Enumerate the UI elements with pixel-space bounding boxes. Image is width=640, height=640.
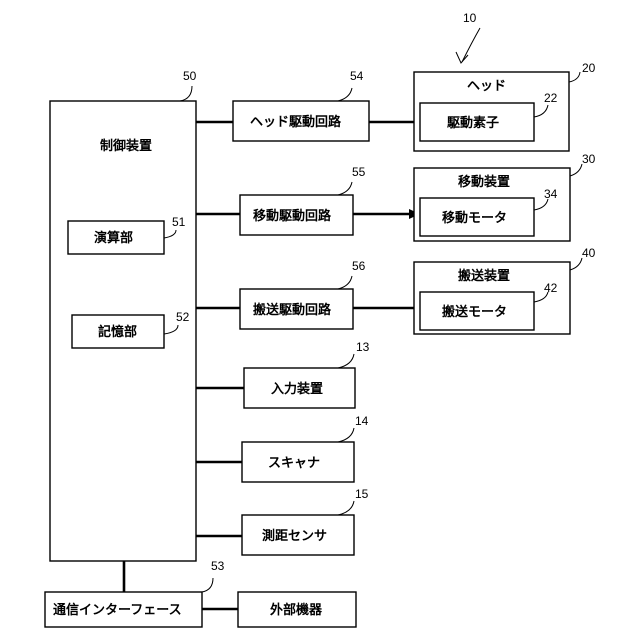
move-device-leader — [570, 164, 582, 176]
transport-motor-ref: 42 — [544, 281, 558, 295]
scanner-ref: 14 — [355, 414, 369, 428]
transport-motor-label: 搬送モータ — [442, 304, 507, 320]
scanner-leader — [338, 428, 354, 442]
move-drive-circuit-ref: 55 — [352, 165, 366, 179]
transport-drive-circuit-leader — [338, 276, 352, 289]
move-motor-label: 移動モータ — [442, 210, 507, 226]
ranging-sensor-ref: 15 — [355, 487, 369, 501]
controller-label: 制御装置 — [100, 138, 152, 154]
transport-drive-circuit-label: 搬送駆動回路 — [253, 302, 332, 318]
transport-device-ref: 40 — [582, 246, 596, 260]
comm-interface-ref: 53 — [211, 559, 225, 573]
head-leader — [569, 72, 580, 82]
drive-element-ref: 22 — [544, 91, 558, 105]
controller-leader — [180, 86, 192, 101]
comm-interface-label: 通信インターフェース — [53, 602, 182, 618]
storage-unit-label: 記憶部 — [98, 324, 137, 340]
input-device-ref: 13 — [356, 340, 370, 354]
move-device-ref: 30 — [582, 152, 596, 166]
head-ref: 20 — [582, 61, 596, 75]
system-ref: 10 — [463, 11, 477, 25]
head-drive-circuit-leader — [338, 88, 352, 101]
system-arrow — [462, 28, 480, 62]
transport-device-label: 搬送装置 — [458, 268, 510, 284]
controller-ref: 50 — [183, 69, 197, 83]
head-drive-circuit-label: ヘッド駆動回路 — [250, 114, 342, 130]
external-device-label: 外部機器 — [269, 602, 323, 618]
move-motor-ref: 34 — [544, 187, 558, 201]
ranging-sensor-leader — [338, 501, 354, 515]
transport-drive-circuit-ref: 56 — [352, 259, 366, 273]
comm-interface-leader — [202, 578, 213, 592]
ranging-sensor-label: 測距センサ — [262, 528, 327, 544]
compute-unit-label: 演算部 — [94, 230, 133, 246]
input-device-leader — [338, 354, 354, 368]
storage-unit-ref: 52 — [176, 310, 190, 324]
move-device-label: 移動装置 — [458, 174, 510, 190]
input-device-label: 入力装置 — [271, 381, 323, 397]
scanner-label: スキャナ — [268, 456, 320, 471]
head-label: ヘッド — [467, 79, 506, 94]
transport-device-leader — [570, 258, 582, 270]
compute-unit-ref: 51 — [172, 215, 186, 229]
head-drive-circuit-ref: 54 — [350, 69, 364, 83]
move-drive-circuit-leader — [338, 182, 352, 195]
move-drive-circuit-label: 移動駆動回路 — [253, 208, 332, 224]
drive-element-label: 駆動素子 — [447, 115, 499, 131]
